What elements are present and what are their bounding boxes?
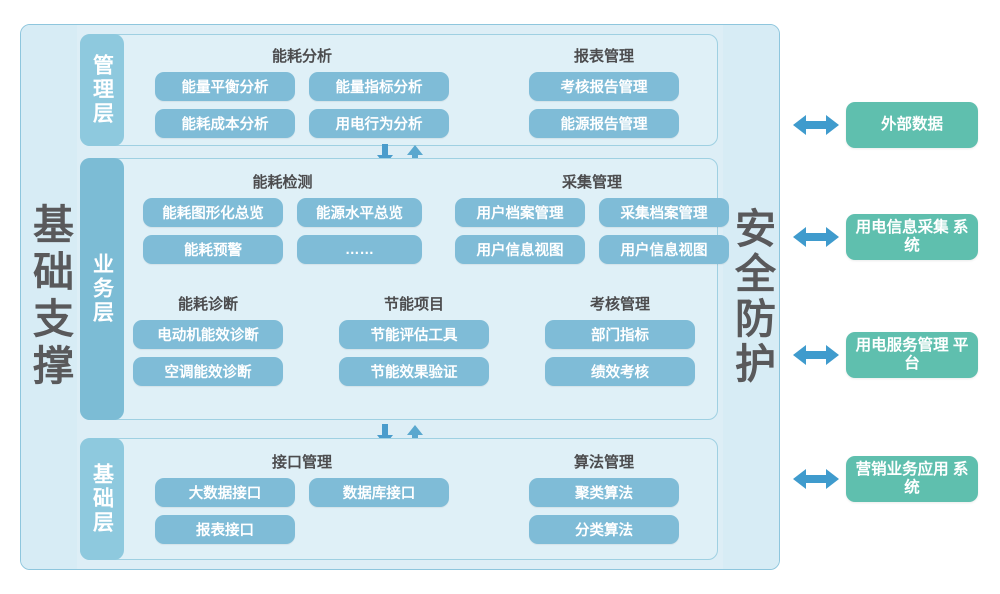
pill-clustering-algorithm[interactable]: 聚类算法 bbox=[529, 478, 679, 507]
group-title-energy-detection: 能耗检测 bbox=[252, 174, 313, 191]
pill-energy-warning[interactable]: 能耗预警 bbox=[143, 235, 283, 264]
security-bar-label: 安全防护 bbox=[728, 207, 775, 387]
layer-tab-business: 业务层 bbox=[80, 158, 124, 420]
external-system-row: 用电服务管理 平台 bbox=[793, 332, 978, 378]
group-energy-detection: 能耗检测 能耗图形化总览 能源水平总览 能耗预警 …… bbox=[143, 171, 422, 272]
group-assessment-management: 考核管理 部门指标 绩效考核 bbox=[545, 293, 695, 394]
pill-classification-algorithm[interactable]: 分类算法 bbox=[529, 515, 679, 544]
pill-assessment-report-management[interactable]: 考核报告管理 bbox=[529, 72, 679, 101]
pill-department-index[interactable]: 部门指标 bbox=[545, 320, 695, 349]
pill-row: 能耗图形化总览 能源水平总览 bbox=[143, 198, 422, 227]
double-arrow-icon bbox=[793, 345, 839, 365]
double-arrow-icon bbox=[793, 115, 839, 135]
pill-row: 分类算法 bbox=[529, 515, 679, 544]
layer-tab-label-base: 基础层 bbox=[90, 463, 114, 535]
group-energy-analysis: 能耗分析 能量平衡分析 能量指标分析 能耗成本分析 用电行为分析 bbox=[155, 45, 449, 146]
group-title-energy-analysis: 能耗分析 bbox=[271, 48, 332, 65]
external-box-power-service-management-platform[interactable]: 用电服务管理 平台 bbox=[846, 332, 978, 378]
arrow-up-icon bbox=[407, 145, 423, 166]
layer-business: 业务层 能耗检测 能耗图形化总览 能源水平总览 能耗预警 …… 采集管理 用户档… bbox=[80, 158, 729, 420]
security-bar-protection: 安全防护 bbox=[723, 25, 779, 569]
group-collection-management: 采集管理 用户档案管理 采集档案管理 用户信息视图 用户信息视图 bbox=[455, 171, 729, 272]
group-algorithm-management: 算法管理 聚类算法 分类算法 bbox=[529, 451, 679, 552]
pill-row: 空调能效诊断 bbox=[133, 357, 283, 386]
pill-row: 部门指标 bbox=[545, 320, 695, 349]
pill-performance-assessment[interactable]: 绩效考核 bbox=[545, 357, 695, 386]
group-title-collection-management: 采集管理 bbox=[561, 174, 622, 191]
pill-row: 用户档案管理 采集档案管理 bbox=[455, 198, 729, 227]
pill-hvac-efficiency-diagnosis[interactable]: 空调能效诊断 bbox=[133, 357, 283, 386]
layer-tab-label-business: 业务层 bbox=[90, 253, 114, 325]
external-box-marketing-business-application-system[interactable]: 营销业务应用 系统 bbox=[846, 456, 978, 502]
pill-collection-archive-management[interactable]: 采集档案管理 bbox=[599, 198, 729, 227]
pill-bigdata-interface[interactable]: 大数据接口 bbox=[155, 478, 295, 507]
group-energy-diagnosis: 能耗诊断 电动机能效诊断 空调能效诊断 bbox=[133, 293, 283, 394]
external-system-row: 营销业务应用 系统 bbox=[793, 456, 978, 502]
pill-energy-cost-analysis[interactable]: 能耗成本分析 bbox=[155, 109, 295, 138]
layer-management: 管理层 能耗分析 能量平衡分析 能量指标分析 能耗成本分析 用电行为分析 报表管… bbox=[80, 34, 718, 146]
pill-row: 考核报告管理 bbox=[529, 72, 679, 101]
pill-row: 节能效果验证 bbox=[339, 357, 489, 386]
group-energy-saving-project: 节能项目 节能评估工具 节能效果验证 bbox=[339, 293, 489, 394]
pill-row: 节能评估工具 bbox=[339, 320, 489, 349]
group-title-interface-management: 接口管理 bbox=[271, 454, 332, 471]
pill-row: 用户信息视图 用户信息视图 bbox=[455, 235, 729, 264]
pill-row: 电动机能效诊断 bbox=[133, 320, 283, 349]
layer-tab-management: 管理层 bbox=[80, 34, 124, 146]
layer-tab-label-management: 管理层 bbox=[90, 54, 114, 126]
pill-row: 聚类算法 bbox=[529, 478, 679, 507]
group-title-report-management: 报表管理 bbox=[573, 48, 634, 65]
support-bar-label: 基础支撑 bbox=[26, 203, 73, 391]
double-arrow-icon bbox=[793, 469, 839, 489]
pill-user-info-view-right[interactable]: 用户信息视图 bbox=[599, 235, 729, 264]
pill-row: 能耗预警 …… bbox=[143, 235, 422, 264]
group-title-energy-diagnosis: 能耗诊断 bbox=[177, 296, 238, 313]
pill-user-archive-management[interactable]: 用户档案管理 bbox=[455, 198, 585, 227]
pill-row: 大数据接口 数据库接口 bbox=[155, 478, 449, 507]
pill-row: 报表接口 bbox=[155, 515, 449, 544]
arrow-up-icon bbox=[407, 425, 423, 446]
group-report-management: 报表管理 考核报告管理 能源报告管理 bbox=[529, 45, 679, 146]
pill-motor-efficiency-diagnosis[interactable]: 电动机能效诊断 bbox=[133, 320, 283, 349]
pill-energy-index-analysis[interactable]: 能量指标分析 bbox=[309, 72, 449, 101]
pill-row: 绩效考核 bbox=[545, 357, 695, 386]
external-box-power-info-collection-system[interactable]: 用电信息采集 系统 bbox=[846, 214, 978, 260]
layer-tab-base: 基础层 bbox=[80, 438, 124, 560]
layer-base: 基础层 接口管理 大数据接口 数据库接口 报表接口 算法管理 聚类算法 分类算法 bbox=[80, 438, 718, 560]
pill-database-interface[interactable]: 数据库接口 bbox=[309, 478, 449, 507]
pill-energy-level-overview[interactable]: 能源水平总览 bbox=[297, 198, 422, 227]
group-title-assessment-management: 考核管理 bbox=[589, 296, 650, 313]
double-arrow-icon bbox=[793, 227, 839, 247]
pill-row: 能量平衡分析 能量指标分析 bbox=[155, 72, 449, 101]
external-box-external-data[interactable]: 外部数据 bbox=[846, 102, 978, 148]
pill-user-info-view-left[interactable]: 用户信息视图 bbox=[455, 235, 585, 264]
pill-energy-saving-effect-verification[interactable]: 节能效果验证 bbox=[339, 357, 489, 386]
group-interface-management: 接口管理 大数据接口 数据库接口 报表接口 bbox=[155, 451, 449, 552]
group-title-algorithm-management: 算法管理 bbox=[573, 454, 634, 471]
pill-electricity-behavior-analysis[interactable]: 用电行为分析 bbox=[309, 109, 449, 138]
pill-energy-saving-assessment-tool[interactable]: 节能评估工具 bbox=[339, 320, 489, 349]
pill-more-ellipsis[interactable]: …… bbox=[297, 235, 422, 264]
external-system-row: 外部数据 bbox=[793, 102, 978, 148]
pill-row: 能源报告管理 bbox=[529, 109, 679, 138]
pill-energy-report-management[interactable]: 能源报告管理 bbox=[529, 109, 679, 138]
pill-row: 能耗成本分析 用电行为分析 bbox=[155, 109, 449, 138]
group-title-energy-saving-project: 节能项目 bbox=[383, 296, 444, 313]
support-bar-basic-support: 基础支撑 bbox=[21, 25, 77, 569]
pill-report-interface[interactable]: 报表接口 bbox=[155, 515, 295, 544]
pill-energy-balance-analysis[interactable]: 能量平衡分析 bbox=[155, 72, 295, 101]
pill-energy-graphic-overview[interactable]: 能耗图形化总览 bbox=[143, 198, 283, 227]
external-system-row: 用电信息采集 系统 bbox=[793, 214, 978, 260]
